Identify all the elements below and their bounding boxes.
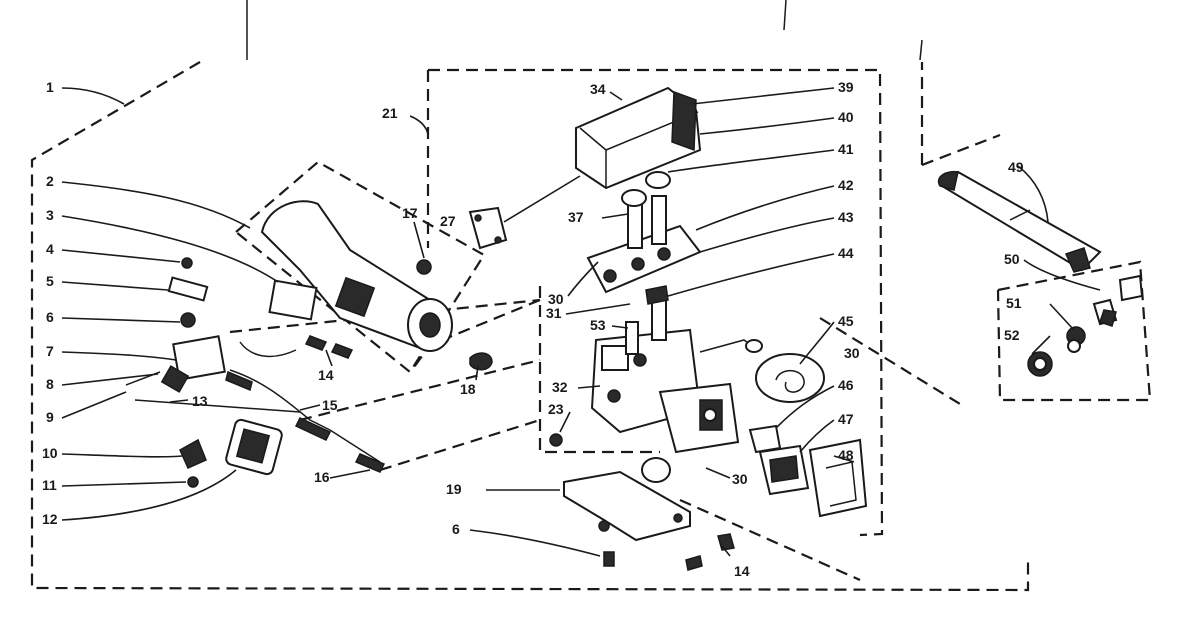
part-label-14a: 14 — [318, 367, 334, 383]
part-label-30a: 30 — [844, 345, 860, 361]
mounting-bracket — [563, 457, 691, 542]
part-label-8: 8 — [46, 376, 54, 392]
part-label-39: 39 — [838, 79, 854, 95]
part-label-23: 23 — [548, 401, 564, 417]
left-hardware — [125, 257, 301, 488]
part-label-6b: 6 — [452, 521, 460, 537]
part-number-labels: 1 2 3 4 5 6 7 8 9 10 11 12 13 14 15 16 1… — [42, 79, 1024, 579]
part-label-2: 2 — [46, 173, 54, 189]
part-label-47: 47 — [838, 411, 854, 427]
part-label-4: 4 — [46, 241, 54, 257]
part-label-27: 27 — [440, 213, 456, 229]
part-label-6: 6 — [46, 309, 54, 325]
scan-marks — [246, 0, 923, 61]
leader-lines — [61, 87, 1101, 557]
part-label-15: 15 — [322, 397, 338, 413]
igniter-fittings — [1027, 274, 1144, 377]
part-label-1: 1 — [46, 79, 54, 95]
part-label-11: 11 — [42, 477, 57, 493]
part-label-44: 44 — [838, 245, 854, 261]
part-label-52: 52 — [1004, 327, 1020, 343]
part-label-41: 41 — [838, 141, 854, 157]
part-label-31: 31 — [546, 305, 562, 321]
part-label-19: 19 — [446, 481, 462, 497]
part-label-34: 34 — [590, 81, 606, 97]
valve-stems — [625, 285, 669, 355]
part-label-13: 13 — [192, 393, 208, 409]
part-label-21: 21 — [382, 105, 398, 121]
wire-harness — [239, 335, 354, 359]
valve-top-plate — [586, 171, 702, 294]
part-label-30c: 30 — [732, 471, 748, 487]
screw-and-spring — [416, 259, 493, 371]
part-label-17: 17 — [402, 205, 418, 221]
part-label-14b: 14 — [734, 563, 750, 579]
part-label-32: 32 — [552, 379, 568, 395]
part-label-37: 37 — [568, 209, 584, 225]
thermocouple-lead — [225, 369, 386, 473]
thermostat-dial — [699, 339, 825, 403]
burner-tube — [260, 200, 453, 352]
part-label-45: 45 — [838, 313, 854, 329]
part-label-12: 12 — [42, 511, 58, 527]
part-label-18: 18 — [460, 381, 476, 397]
part-label-43: 43 — [838, 209, 854, 225]
main-assembly-outline — [30, 61, 1030, 592]
part-label-42: 42 — [838, 177, 854, 193]
igniter-group-outline — [920, 62, 1152, 402]
part-label-7: 7 — [46, 343, 54, 359]
part-label-30b: 30 — [548, 291, 564, 307]
igniter-tube — [937, 170, 1102, 273]
bottom-screws — [603, 533, 735, 571]
part-label-53: 53 — [590, 317, 606, 333]
part-label-40: 40 — [838, 109, 854, 125]
part-label-46: 46 — [838, 377, 854, 393]
part-label-3: 3 — [46, 207, 54, 223]
part-label-16: 16 — [314, 469, 330, 485]
screw-23 — [549, 433, 563, 447]
part-label-51: 51 — [1006, 295, 1022, 311]
part-label-49: 49 — [1008, 159, 1024, 175]
valve-cover — [575, 86, 702, 190]
part-label-10: 10 — [42, 445, 58, 461]
part-label-48: 48 — [838, 447, 854, 463]
part-label-5: 5 — [46, 273, 54, 289]
magnet-unit — [225, 418, 283, 476]
control-brackets — [748, 424, 868, 518]
gas-valve-body — [590, 328, 740, 454]
part-label-50: 50 — [1004, 251, 1020, 267]
gasket — [468, 206, 508, 250]
valve-group-outline — [426, 68, 884, 537]
part-label-9: 9 — [46, 409, 54, 425]
